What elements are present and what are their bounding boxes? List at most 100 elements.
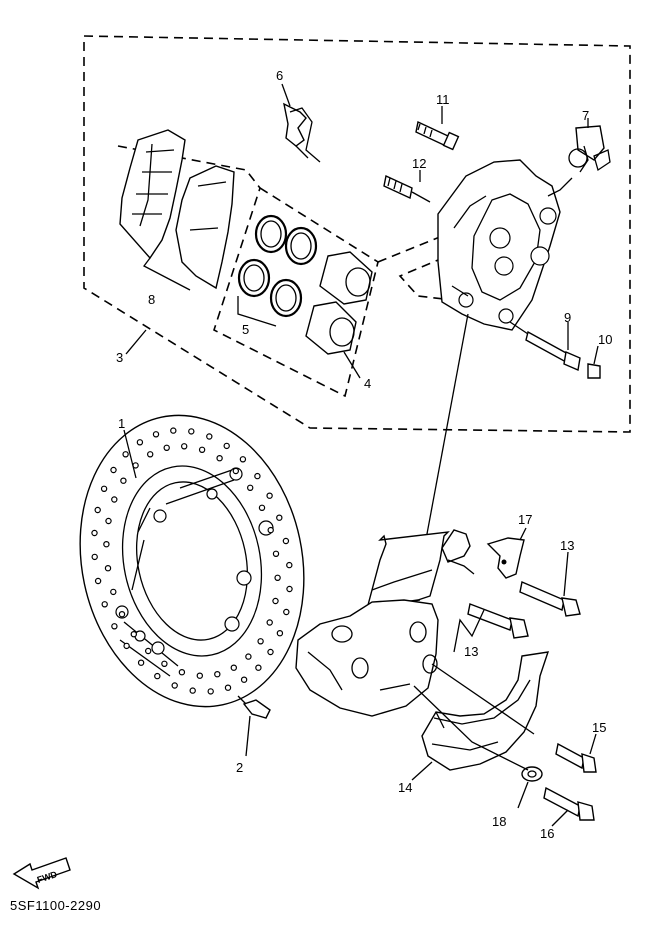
disc-vent-hole bbox=[267, 526, 274, 534]
bolt-13-upper bbox=[519, 581, 581, 617]
bleed-screw bbox=[547, 125, 611, 197]
label-part-5: 5 bbox=[242, 322, 249, 337]
caliper-group-boundary bbox=[83, 35, 631, 433]
disc-vent-hole bbox=[110, 466, 117, 474]
label-part-13-lower: 13 bbox=[464, 644, 478, 659]
disc-vent-hole bbox=[100, 485, 108, 492]
label-part-16: 16 bbox=[540, 826, 554, 841]
label-part-9: 9 bbox=[564, 310, 571, 325]
disc-vent-hole bbox=[196, 672, 203, 679]
label-part-2: 2 bbox=[236, 760, 243, 775]
front-fork-leg bbox=[295, 529, 475, 717]
disc-vent-hole bbox=[91, 553, 98, 561]
disc-vent-hole bbox=[254, 472, 261, 480]
label-part-1: 1 bbox=[118, 416, 125, 431]
bolt-16 bbox=[543, 786, 595, 821]
disc-vent-hole bbox=[171, 682, 178, 689]
pin-11 bbox=[415, 120, 460, 151]
disc-vent-hole bbox=[266, 619, 273, 626]
disc-vent-hole bbox=[216, 455, 223, 462]
washer-18-leader bbox=[517, 781, 529, 809]
group-leader-4 bbox=[343, 351, 361, 379]
disc-vent-hole bbox=[180, 443, 188, 450]
drawing-code: 5SF1100-2290 bbox=[10, 898, 102, 913]
disc-vent-hole bbox=[104, 565, 112, 572]
disc-vent-hole bbox=[232, 467, 239, 475]
disc-vent-hole bbox=[286, 561, 293, 569]
disc-vent-hole bbox=[103, 541, 110, 548]
disc-vent-hole bbox=[137, 659, 145, 666]
brake-disc bbox=[79, 414, 305, 708]
disc-vent-hole bbox=[161, 660, 168, 668]
label-part-4: 4 bbox=[364, 376, 371, 391]
disc-vent-hole bbox=[266, 492, 273, 499]
disc-vent-hole bbox=[276, 514, 283, 521]
disc-vent-hole bbox=[246, 484, 254, 491]
disc-vent-hole bbox=[239, 456, 247, 463]
disc-vent-hole bbox=[122, 451, 129, 458]
label-part-10: 10 bbox=[598, 332, 612, 347]
disc-vent-hole bbox=[276, 630, 284, 637]
bolt-16-leader bbox=[551, 809, 569, 827]
pad-spring bbox=[283, 102, 321, 163]
disc-vent-hole bbox=[188, 428, 195, 435]
pistons bbox=[305, 251, 373, 355]
disc-vent-hole bbox=[198, 446, 206, 453]
disc-leader-1 bbox=[123, 429, 137, 479]
label-part-8: 8 bbox=[148, 292, 155, 307]
disc-vent-hole bbox=[163, 444, 170, 451]
disc-vent-hole bbox=[240, 676, 248, 683]
disc-vent-hole bbox=[283, 608, 290, 616]
disc-vent-holes bbox=[91, 427, 293, 695]
disc-vent-hole bbox=[223, 442, 230, 450]
disc-vent-hole bbox=[130, 631, 137, 638]
disc-bolt bbox=[237, 695, 271, 719]
guard-14-leader bbox=[411, 761, 433, 781]
disc-vent-hole bbox=[101, 601, 108, 608]
disc-vent-hole bbox=[286, 585, 293, 593]
pin-12 bbox=[383, 174, 431, 203]
disc-vent-hole bbox=[105, 517, 112, 525]
disc-vent-hole bbox=[118, 611, 126, 618]
disc-vent-hole bbox=[170, 427, 177, 434]
disc-vent-hole bbox=[120, 477, 127, 484]
spring-leader-6 bbox=[281, 83, 291, 107]
nut-10-leader bbox=[593, 345, 599, 365]
disc-vent-hole bbox=[111, 496, 118, 503]
bolt-15 bbox=[555, 742, 597, 773]
disc-vent-hole bbox=[274, 574, 281, 582]
label-part-6: 6 bbox=[276, 68, 283, 83]
disc-vent-hole bbox=[214, 671, 221, 678]
disc-vent-hole bbox=[206, 433, 213, 440]
label-part-15: 15 bbox=[592, 720, 606, 735]
brake-pad-inner bbox=[175, 165, 235, 290]
label-part-18: 18 bbox=[492, 814, 506, 829]
disc-vent-hole bbox=[94, 506, 101, 514]
disc-vent-hole bbox=[178, 669, 186, 676]
nut-10 bbox=[587, 363, 601, 379]
brake-caliper-body bbox=[437, 159, 561, 331]
label-part-14: 14 bbox=[398, 780, 412, 795]
piston-group-boundary bbox=[213, 186, 379, 398]
pad-leader-8 bbox=[143, 257, 191, 291]
guard-assembly-lines bbox=[413, 663, 535, 771]
disc-vent-hole bbox=[257, 638, 264, 645]
piston-seals bbox=[237, 214, 318, 318]
bolt-13-upper-leader bbox=[563, 551, 569, 597]
disc-vent-hole bbox=[189, 687, 196, 694]
seal-leader-5 bbox=[237, 296, 277, 327]
disc-vent-hole bbox=[267, 648, 274, 656]
fwd-arrow-icon: FWD bbox=[12, 857, 71, 890]
disc-vent-hole bbox=[230, 664, 237, 671]
disc-vent-hole bbox=[91, 529, 98, 537]
guide-17-leader bbox=[519, 527, 527, 541]
disc-vent-hole bbox=[152, 431, 160, 438]
disc-bolt-leader bbox=[245, 715, 251, 757]
disc-vent-hole bbox=[154, 672, 161, 680]
disc-vent-hole bbox=[111, 623, 118, 630]
disc-vent-hole bbox=[94, 577, 102, 585]
disc-vent-hole bbox=[146, 451, 154, 458]
disc-vent-hole bbox=[136, 439, 144, 446]
disc-vent-hole bbox=[272, 597, 279, 605]
disc-vent-hole bbox=[144, 647, 152, 655]
